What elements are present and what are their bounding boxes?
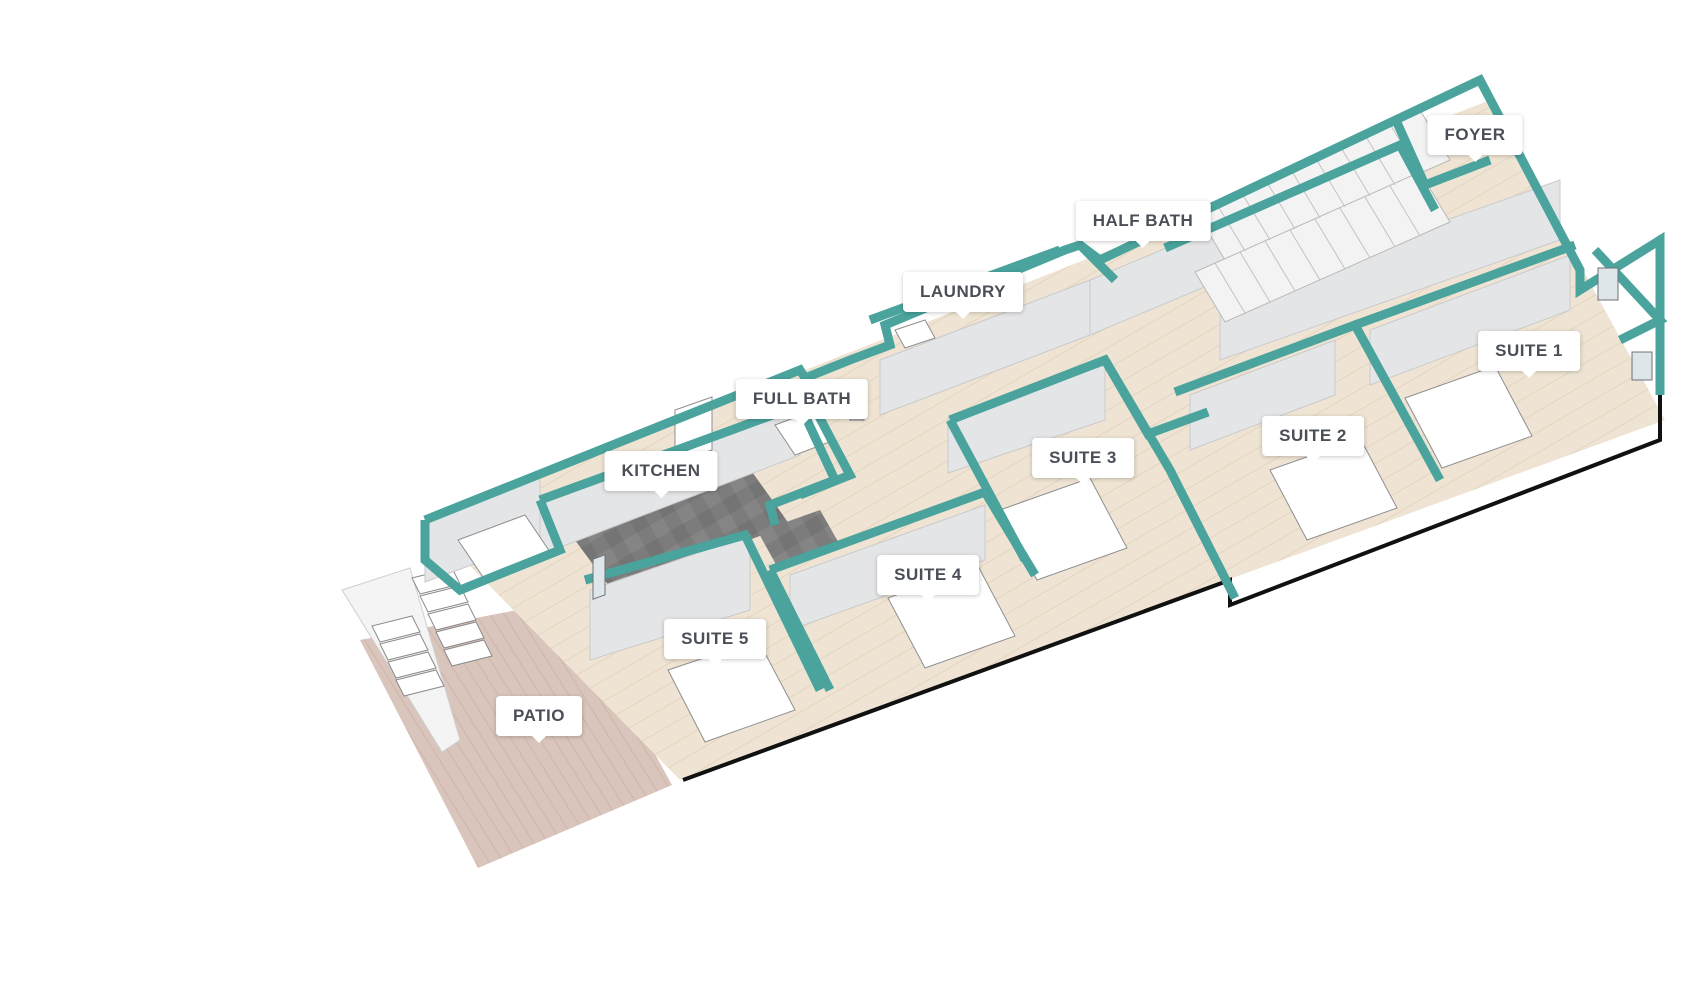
bed-suite-1: [1404, 365, 1533, 469]
suite-1-wall: [1353, 240, 1577, 330]
patio-steps: [371, 567, 493, 697]
room-label-suite-5: SUITE 5: [664, 619, 766, 666]
suite-2-wall: [1101, 357, 1240, 601]
foyer-wall: [1390, 116, 1492, 191]
outer-wall-left: [420, 498, 566, 596]
room-label-kitchen: KITCHEN: [604, 451, 718, 498]
room-label-full-bath: FULL BATH: [735, 379, 869, 426]
suite-5-wall: [583, 529, 825, 692]
kitchen-tile-floor: [560, 455, 790, 590]
hall-wall: [765, 567, 835, 693]
room-label-suite-1: SUITE 1: [1478, 331, 1580, 378]
room-label-foyer: FOYER: [1427, 115, 1523, 162]
suite-4-wall: [768, 486, 1039, 578]
room-label-laundry: LAUNDRY: [903, 272, 1023, 319]
halfbath-wall: [1076, 241, 1119, 284]
room-label-suite-2: SUITE 2: [1262, 416, 1364, 463]
room-label-patio: PATIO: [496, 696, 582, 743]
room-label-suite-3: SUITE 3: [1032, 438, 1134, 485]
outer-wall-rear: [423, 74, 1665, 525]
hall-tile-floor: [758, 510, 840, 568]
floor-section-edge: [682, 395, 1662, 782]
room-label-suite-4: SUITE 4: [877, 555, 979, 602]
furniture: [457, 319, 1533, 743]
laundry-machine: [894, 319, 936, 349]
room-label-half-bath: HALF BATH: [1075, 201, 1211, 248]
